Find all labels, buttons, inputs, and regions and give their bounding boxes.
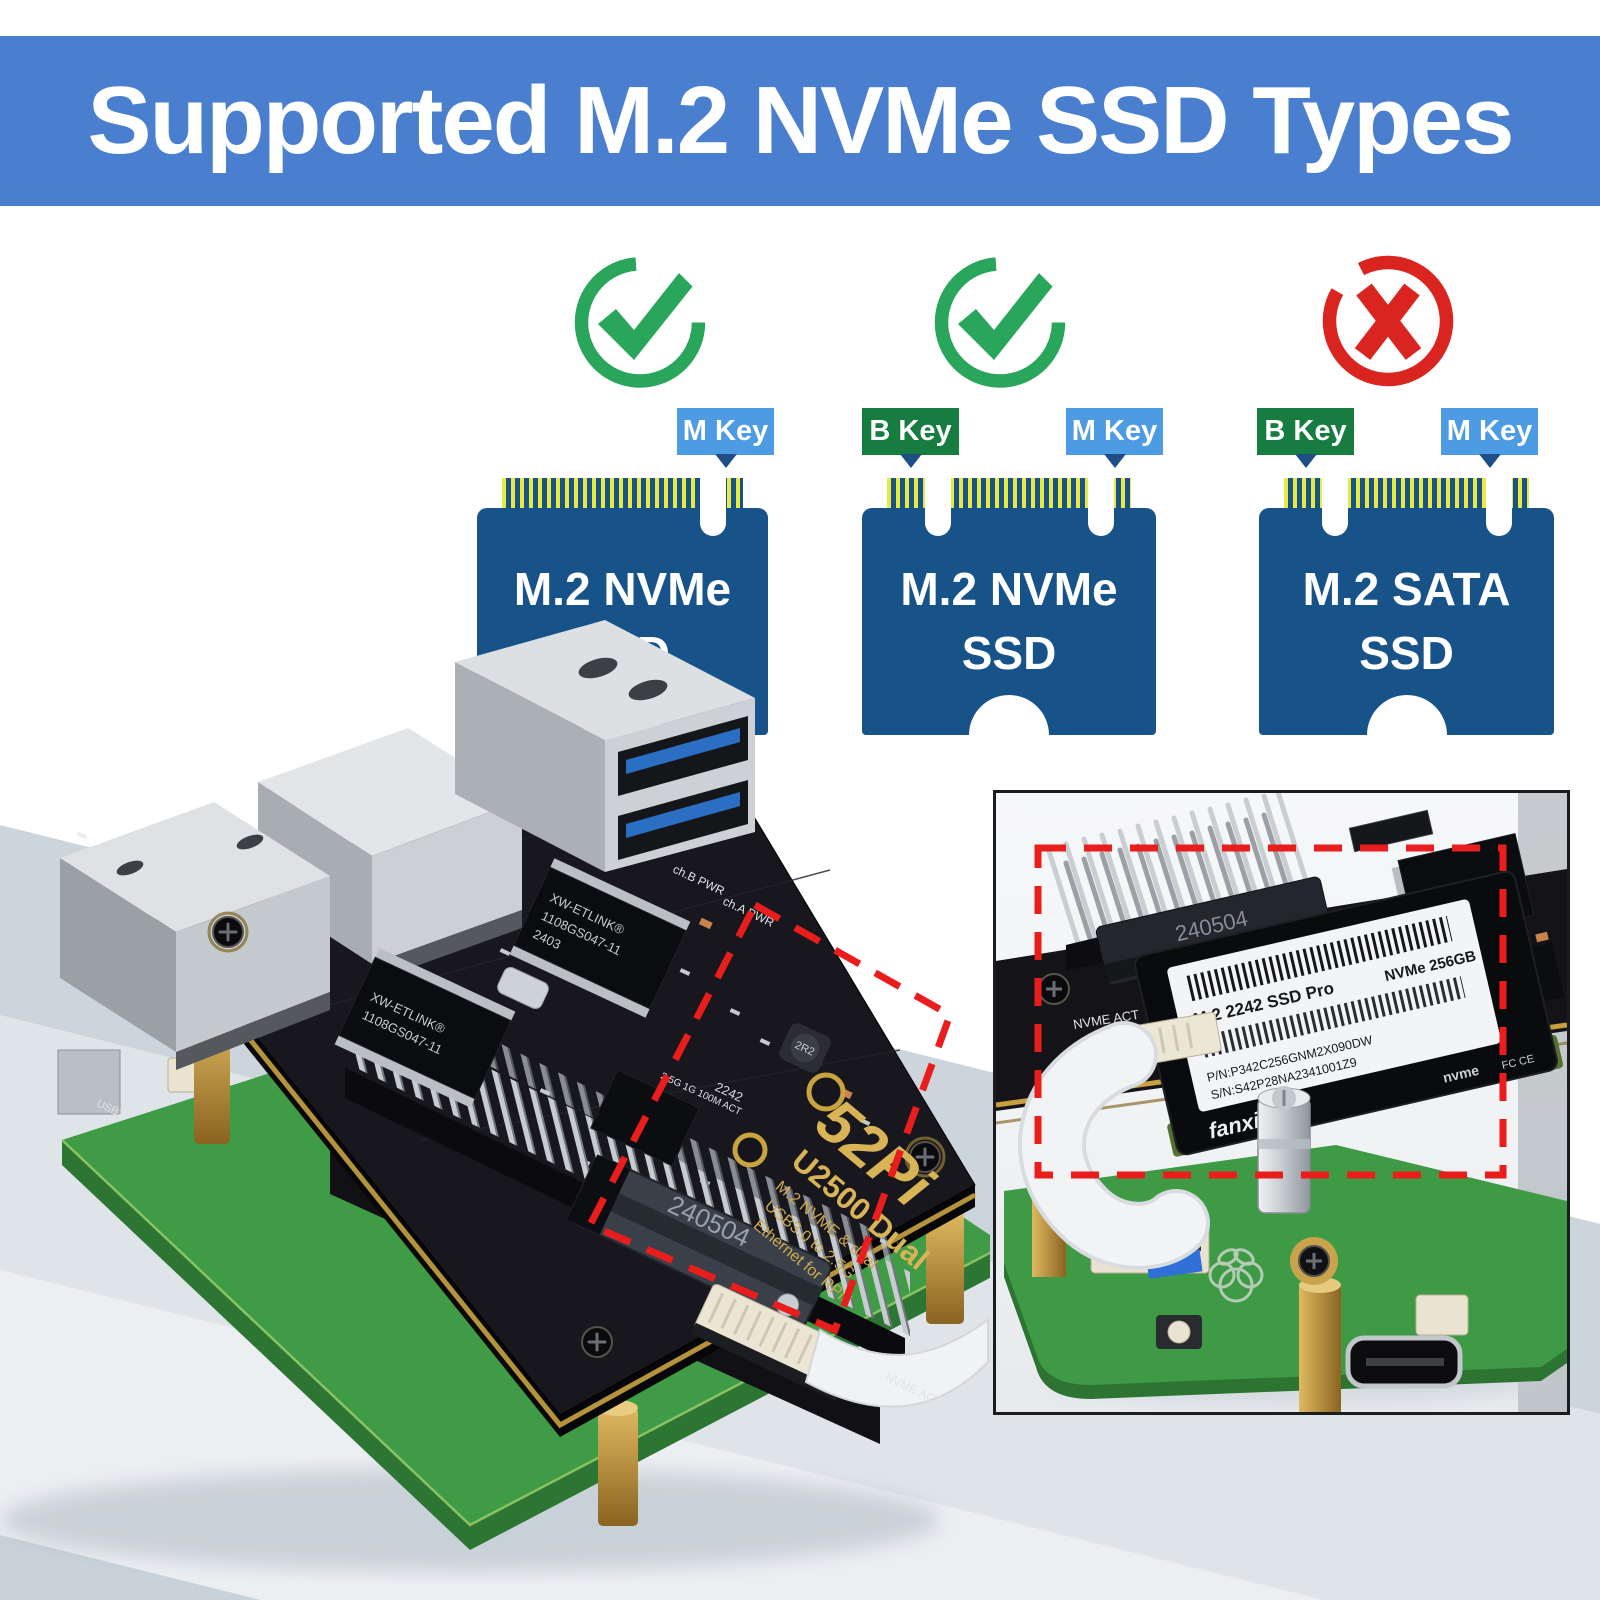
page-title: Supported M.2 NVMe SSD Types — [87, 67, 1514, 174]
ssd-label — [1167, 899, 1501, 1112]
header-banner: Supported M.2 NVMe SSD Types — [0, 36, 1600, 206]
push-button — [1156, 1315, 1202, 1349]
m-key-notch — [700, 478, 726, 536]
metal-standoff — [1257, 1086, 1311, 1214]
ribbon-cable — [1022, 1025, 1206, 1266]
mount-notch — [969, 695, 1049, 775]
m-key-label: M Key — [1071, 415, 1158, 447]
ssd-card-label: M.2 SATA — [1302, 563, 1511, 615]
m-key-notch — [1088, 478, 1114, 536]
red-dashed-highlight — [585, 900, 955, 1335]
ssd-card-label: M.2 NVMe — [513, 563, 732, 615]
barcode — [1197, 976, 1466, 1059]
mounting-holes — [732, 1072, 846, 1168]
ssd-card-label: M.2 NVMe — [900, 563, 1118, 615]
ethernet-chip: XW-ETLINK® 1108GS047-11 — [334, 948, 516, 1108]
cross-icon — [1322, 255, 1454, 387]
ssd-card-bm-key: M.2 NVMe SSD — [862, 478, 1156, 775]
b-key-badge: B Key — [862, 408, 959, 468]
b-key-notch — [925, 478, 951, 536]
ethernet-chip: XW-ETLINK® 1108GS047-11 2403 — [509, 858, 691, 1018]
screw — [1290, 1237, 1338, 1285]
check-icon — [574, 257, 706, 388]
b-key-badge: B Key — [1257, 408, 1354, 468]
badge-pointer-icon — [1294, 454, 1317, 468]
badge-pointer-icon — [1478, 454, 1501, 468]
m-key-badge: M Key — [677, 408, 774, 468]
raspberry-pi-logo — [1208, 1248, 1264, 1303]
b-key-label: B Key — [1264, 415, 1347, 447]
usb2-port — [57, 1049, 121, 1115]
badge-pointer-icon — [899, 454, 922, 468]
m-key-notch — [1486, 478, 1512, 536]
ethernet-port — [60, 802, 330, 1070]
screws — [207, 911, 946, 1358]
barcode — [1183, 915, 1453, 1002]
ribbon-cable — [804, 1318, 989, 1408]
crystal — [497, 966, 549, 1010]
inset-photo: NVME ACT 240504 — [993, 790, 1570, 1415]
m-key-label: M Key — [682, 415, 769, 447]
ssd-card-label: SSD — [961, 626, 1057, 679]
b-key-label: B Key — [869, 415, 952, 447]
b-key-notch — [1322, 478, 1348, 536]
red-dashed-highlight — [1034, 844, 1507, 1179]
connector — [1415, 1294, 1469, 1336]
check-icon — [934, 257, 1066, 388]
usb3-stack — [455, 620, 755, 937]
badge-pointer-icon — [1103, 454, 1126, 468]
brass-standoff — [1299, 1285, 1341, 1412]
m-key-badge: M Key — [1066, 408, 1163, 468]
m-key-label: M Key — [1446, 415, 1533, 447]
inductor: 2R2 — [779, 1023, 831, 1073]
badge-pointer-icon — [714, 454, 737, 468]
ssd-card-label: SSD — [1359, 626, 1454, 679]
product-photo: USB2 — [0, 620, 990, 1572]
m-key-badge: M Key — [1441, 408, 1538, 468]
screw — [1038, 973, 1070, 1005]
ssd-card-sata: M.2 SATA SSD — [1259, 478, 1554, 775]
mount-notch — [1366, 695, 1447, 775]
